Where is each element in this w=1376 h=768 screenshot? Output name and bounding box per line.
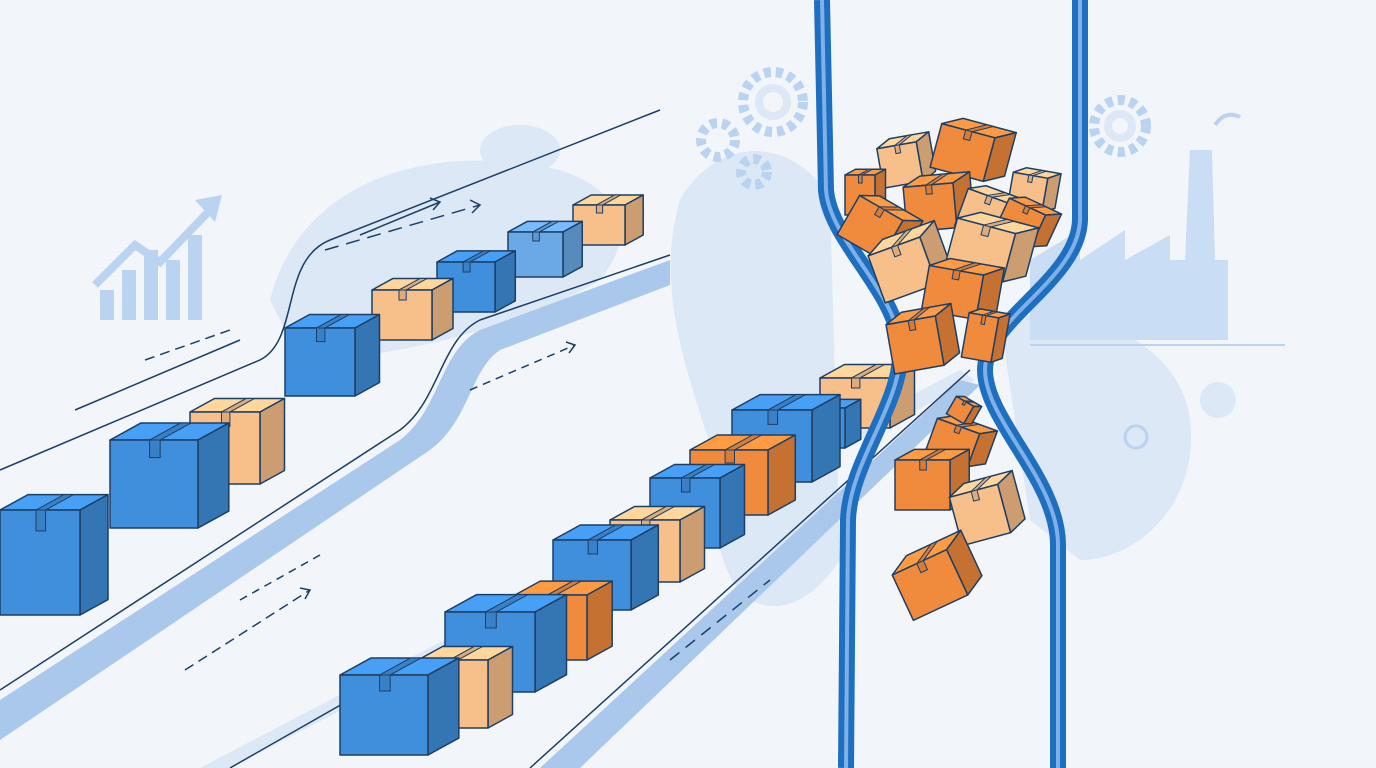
boxes — [0, 194, 916, 756]
box — [929, 117, 1017, 183]
box — [0, 493, 109, 616]
jammed-boxes — [836, 117, 1063, 622]
box — [945, 395, 983, 425]
box — [891, 529, 983, 622]
box — [284, 313, 381, 397]
box — [960, 308, 1011, 364]
growth-chart-icon — [92, 195, 222, 320]
gear-icon — [696, 118, 740, 162]
gear-icon — [1089, 95, 1151, 157]
decor-circle — [1123, 424, 1149, 450]
factory-icon — [1030, 112, 1285, 346]
gear-icon — [736, 154, 772, 190]
box — [507, 220, 583, 278]
box — [572, 194, 644, 246]
gear-icon — [738, 67, 808, 137]
gear-icons — [696, 67, 1151, 190]
box — [885, 302, 961, 375]
box — [948, 469, 1026, 547]
box — [371, 277, 454, 341]
flow-arrows — [74, 197, 771, 671]
box — [339, 657, 460, 756]
box — [109, 422, 230, 529]
